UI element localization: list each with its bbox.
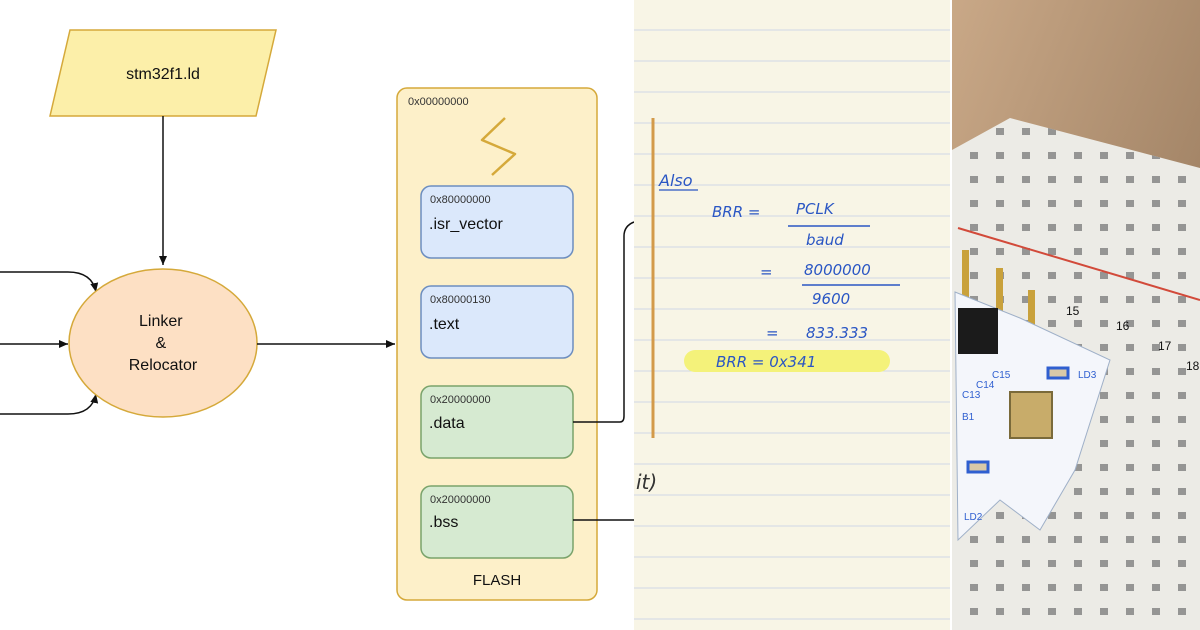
label-c15: C15	[992, 370, 1011, 381]
arrow-input-top	[0, 271, 99, 293]
bb-col-16: 16	[1116, 319, 1130, 333]
note-heading: Also	[658, 171, 693, 190]
note-8000000: 8000000	[804, 261, 871, 279]
svg-text:LD3 C13 C14: LD3 C13 C14 C15 B1 LD2	[962, 370, 1099, 523]
note-833: 833.333	[806, 324, 868, 342]
note-equals-2: =	[760, 263, 773, 281]
note-fragment: it)	[636, 470, 657, 494]
section-isr-vector: 0x80000000 .isr_vector	[420, 185, 574, 259]
connector-data	[573, 221, 635, 423]
note-brr-label: BRR =	[712, 203, 760, 221]
section-address: 0x20000000	[430, 494, 491, 506]
linker-line-1: Linker	[139, 313, 183, 330]
breadboard-red-rail	[957, 227, 1200, 301]
memory-break-icon	[480, 117, 517, 176]
handwritten-note-panel: Also BRR = PCLK baud = 8000000 9600 = 83…	[634, 0, 950, 630]
linker-label: Linker & Relocator	[129, 313, 198, 374]
label-ld3: LD3	[1078, 370, 1097, 381]
linker-script-shape	[49, 29, 277, 117]
section-address: 0x20000000	[430, 394, 491, 406]
label-ld2: LD2	[964, 512, 983, 523]
linker-line-3: Relocator	[129, 357, 198, 374]
section-bss: 0x20000000 .bss	[420, 485, 574, 559]
svg-text:15 16 17 18: 15 16 17 18	[1066, 304, 1200, 373]
section-address: 0x80000130	[430, 294, 491, 306]
section-text: 0x80000130 .text	[420, 285, 574, 359]
linker-diagram: stm32f1.ld Linker & Relocator 0x00000000…	[0, 29, 635, 601]
note-brr-result: BRR = 0x341	[716, 353, 816, 371]
note-pclk: PCLK	[796, 200, 835, 218]
panel-divider	[950, 0, 952, 630]
chip	[958, 308, 998, 354]
section-name: .bss	[429, 514, 458, 531]
bb-col-15: 15	[1066, 304, 1080, 318]
flash-label: FLASH	[473, 572, 521, 589]
label-c13: C13	[962, 390, 981, 401]
header-pins	[962, 250, 1035, 336]
section-data: 0x20000000 .data	[420, 385, 574, 459]
note-equals-3: =	[766, 324, 779, 342]
breadboard-photo-panel: 15 16 17 18 LD3 C13 C14 C15 B1 LD2	[952, 0, 1200, 630]
led-ld2	[966, 460, 990, 474]
bb-col-17: 17	[1158, 339, 1172, 353]
arrow-input-bottom	[0, 393, 99, 415]
linker-line-2: &	[155, 335, 166, 352]
bb-col-18: 18	[1186, 359, 1200, 373]
linker-relocator-node	[68, 268, 258, 418]
section-name: .data	[429, 415, 465, 432]
note-highlight	[684, 350, 890, 372]
note-9600: 9600	[812, 290, 850, 308]
section-name: .text	[429, 316, 460, 333]
led-ld3	[1046, 366, 1070, 380]
flash-start-address: 0x00000000	[408, 96, 469, 108]
section-address: 0x80000000	[430, 194, 491, 206]
section-name: .isr_vector	[429, 216, 503, 233]
note-baud: baud	[806, 231, 844, 249]
reset-button	[1009, 391, 1053, 439]
label-c14: C14	[976, 380, 995, 391]
label-b1: B1	[962, 412, 975, 423]
linker-script-label: stm32f1.ld	[126, 66, 200, 83]
